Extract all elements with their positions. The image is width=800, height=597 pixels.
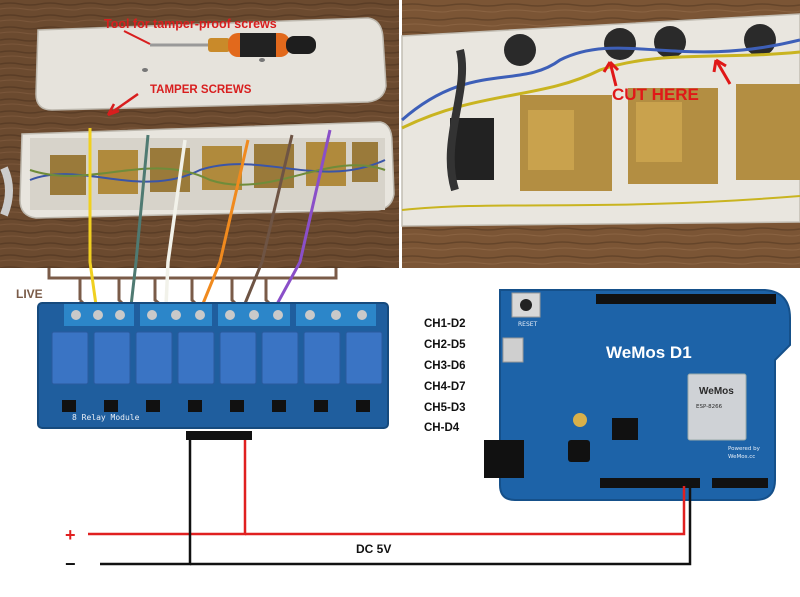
channel-map-item: CH1-D2 — [424, 318, 466, 330]
channel-map-item: CH2-D5 — [424, 339, 466, 351]
esp-module — [687, 373, 747, 441]
screw-head — [142, 68, 148, 72]
board-site: WeMos.cc — [728, 454, 755, 460]
relay-input-header — [186, 431, 252, 440]
chip-icon — [612, 418, 638, 440]
wemos-d1-board: RESET WeMos D1 WeMos ESP-8266 Powered by… — [484, 289, 791, 501]
dc-minus-label: − — [65, 554, 76, 574]
relay-module: 8 Relay Module — [37, 302, 389, 440]
esp-module-label: ESP-8266 — [696, 404, 723, 410]
screw-head — [259, 58, 265, 62]
capacitor-icon — [573, 413, 587, 427]
live-label: LIVE — [16, 287, 43, 301]
dc-negative-wire — [190, 486, 692, 566]
channel-wire-1 — [88, 128, 98, 306]
arrow-icon — [123, 30, 151, 45]
channel-map-item: CH4-D7 — [424, 381, 466, 393]
channel-wire-6 — [274, 129, 332, 307]
channel-map-item: CH5-D3 — [424, 402, 466, 414]
arrow-icon — [602, 60, 620, 87]
channel-map-item: CH3-D6 — [424, 360, 466, 372]
power-strip-lid — [35, 17, 387, 111]
dc-plus-label: + — [65, 525, 76, 545]
tool-label: Tool for tamper-proof screws — [104, 17, 277, 31]
arrow-icon — [106, 92, 139, 117]
arrow-icon — [712, 58, 732, 85]
board-reset-label: RESET — [518, 321, 538, 328]
relay-module-label: 8 Relay Module — [72, 413, 140, 422]
board-brand: WeMos — [699, 386, 734, 397]
cut-here-label: CUT HERE — [612, 85, 699, 104]
channel-wire-2 — [129, 134, 150, 307]
board-name: WeMos D1 — [606, 343, 692, 362]
dc-positive-wire — [245, 486, 686, 536]
photo-power-strip-opened: Tool for tamper-proof screws TAMPER SCRE… — [0, 0, 399, 268]
board-powered-by: Powered by — [728, 446, 761, 452]
relay-blocks — [51, 331, 383, 385]
dc-supply-lines: + − DC 5V — [65, 440, 692, 574]
channel-wire-5 — [242, 134, 294, 307]
tamper-screws-label: TAMPER SCREWS — [150, 84, 252, 96]
screwdriver-icon — [150, 33, 316, 57]
dc-positive-wire — [88, 440, 247, 536]
channel-map-item: CH-D4 — [424, 422, 460, 434]
header-pins — [600, 478, 700, 488]
relay-optocouplers — [62, 400, 370, 412]
header-pins — [596, 294, 776, 304]
header-pins — [712, 478, 768, 488]
channel-map: CH1-D2 CH2-D5 CH3-D6 CH4-D7 CH5-D3 CH-D4 — [424, 318, 466, 434]
channel-wires — [88, 128, 332, 307]
dc-jack-icon — [484, 440, 524, 478]
supply-label: DC 5V — [356, 542, 391, 556]
dc-negative-wire — [100, 440, 192, 566]
channel-wire-4 — [200, 139, 250, 307]
usb-port-icon — [502, 337, 524, 363]
channel-wire-3 — [164, 139, 187, 307]
capacitor-icon — [568, 440, 590, 462]
photo-cut-points-closeup: CUT HERE — [401, 0, 800, 268]
relay-screw-terminals — [64, 304, 376, 326]
